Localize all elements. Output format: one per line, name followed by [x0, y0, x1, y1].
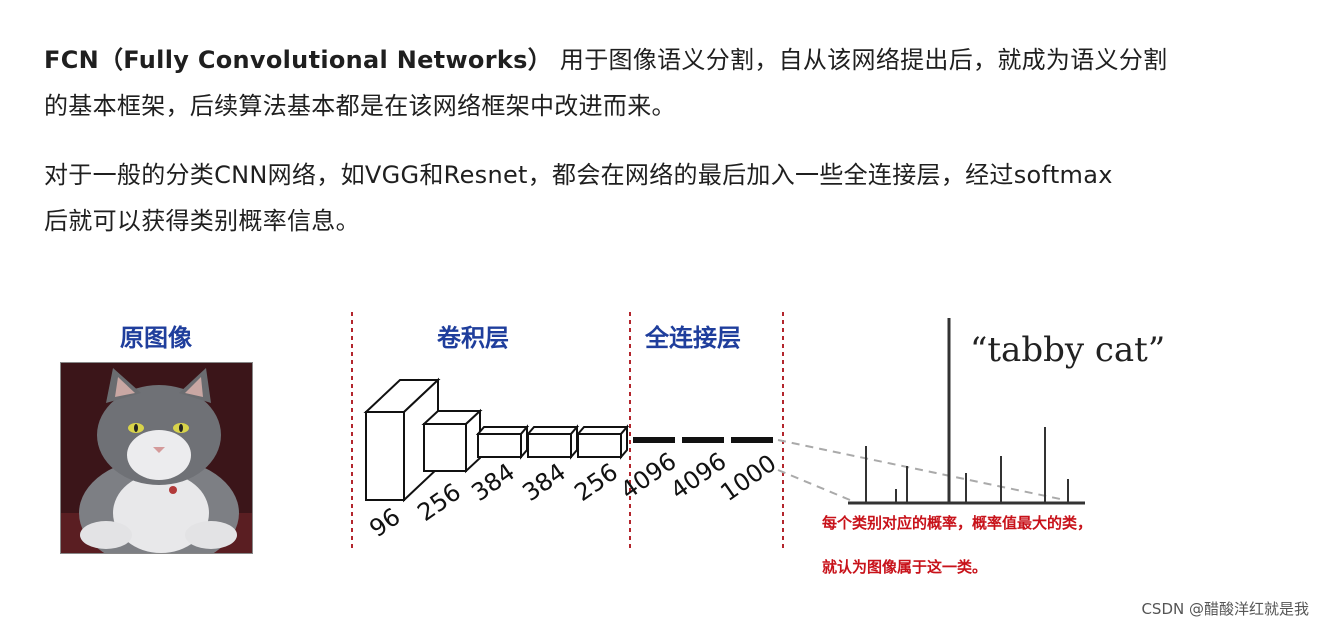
conv-label-3: 384 — [466, 458, 520, 507]
conv-block-5 — [575, 424, 630, 460]
intro-line-2: 的基本框架，后续算法基本都是在该网络框架中改进而来。 — [44, 92, 676, 120]
conv-label-4: 384 — [517, 458, 571, 507]
intro-line-4: 后就可以获得类别概率信息。 — [44, 207, 360, 235]
csdn-watermark: CSDN @醋酸洋红就是我 — [1141, 600, 1309, 618]
predicted-class-label: “tabby cat” — [970, 330, 1166, 370]
fc-layer-title: 全连接层 — [645, 323, 741, 352]
cat-illustration — [61, 363, 252, 553]
intro-paragraph-1: FCN（Fully Convolutional Networks） 用于图像语义… — [44, 37, 1284, 129]
intro-line-1: 用于图像语义分割，自从该网络提出后，就成为语义分割 — [552, 46, 1168, 74]
conv-block-4 — [525, 424, 580, 460]
fc-label-1: 4096 — [615, 447, 681, 505]
original-image-title: 原图像 — [120, 323, 192, 352]
conv-block-2 — [421, 408, 483, 474]
cat-photo — [60, 362, 253, 554]
projection-line — [777, 469, 851, 501]
intro-line-3: 对于一般的分类CNN网络，如VGG和Resnet，都会在网络的最后加入一些全连接… — [44, 161, 1113, 189]
projection-line — [777, 439, 1066, 501]
probability-note-line-1: 每个类别对应的概率，概率值最大的类， — [822, 514, 1093, 532]
conv-block-3 — [475, 424, 530, 460]
intro-paragraph-2: 对于一般的分类CNN网络，如VGG和Resnet，都会在网络的最后加入一些全连接… — [44, 152, 1284, 244]
cnn-classification-figure: 原图像 卷积层 全连接层 — [0, 290, 1325, 590]
network-diagram: 96 256 384 384 256 4096 4096 1000 — [351, 312, 1085, 550]
conv-label-1: 96 — [364, 502, 405, 542]
conv-layer-title: 卷积层 — [437, 323, 509, 352]
fc-label-3: 1000 — [715, 449, 781, 507]
fcn-term: FCN（Fully Convolutional Networks） — [44, 46, 552, 74]
fc-label-2: 4096 — [665, 447, 731, 505]
probability-note-line-2: 就认为图像属于这一类。 — [822, 558, 988, 576]
